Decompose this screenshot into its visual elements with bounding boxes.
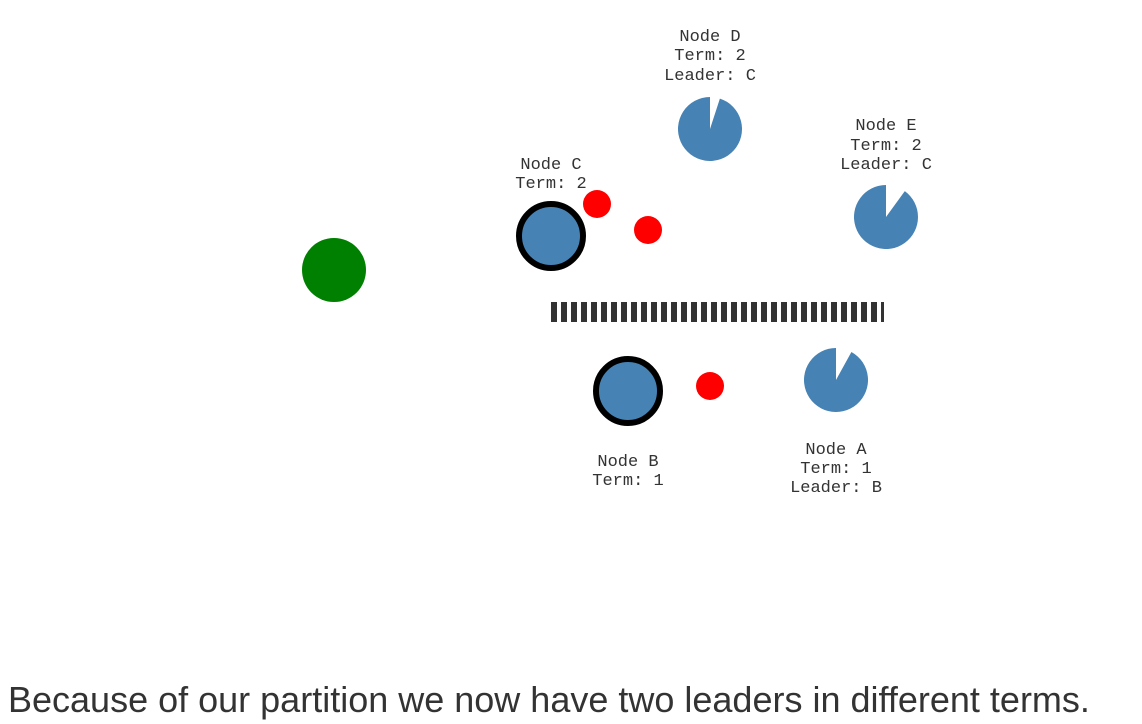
node-c-circle bbox=[516, 201, 586, 271]
node-a-circle bbox=[803, 348, 868, 412]
node-d-label-term: Term: 2 bbox=[674, 47, 745, 66]
node-c-label-term: Term: 2 bbox=[515, 175, 586, 194]
client-circle bbox=[302, 238, 366, 302]
node-c: Node C Term: 2 bbox=[515, 156, 587, 271]
node-c-label-name: Node C bbox=[520, 156, 581, 175]
node-e-label-name: Node E bbox=[855, 117, 916, 136]
caption-text: Because of our partition we now have two… bbox=[8, 679, 1090, 720]
node-b-label-name: Node B bbox=[597, 453, 658, 472]
message-c-to-d bbox=[583, 190, 611, 218]
node-a-label-name: Node A bbox=[805, 441, 867, 460]
node-b: Node B Term: 1 bbox=[592, 356, 664, 491]
node-e-label-leader: Leader: C bbox=[840, 156, 932, 175]
node-e: Node E Term: 2 Leader: C bbox=[840, 117, 932, 249]
node-a-label-term: Term: 1 bbox=[800, 460, 871, 479]
node-b-label-term: Term: 1 bbox=[592, 472, 663, 491]
node-d-label-name: Node D bbox=[679, 28, 740, 47]
node-e-label-term: Term: 2 bbox=[850, 137, 921, 156]
node-a: Node A Term: 1 Leader: B bbox=[790, 348, 882, 498]
node-d-label-leader: Leader: C bbox=[664, 67, 756, 86]
node-d: Node D Term: 2 Leader: C bbox=[664, 28, 756, 161]
node-b-circle bbox=[593, 356, 663, 426]
node-d-circle bbox=[678, 97, 742, 161]
raft-diagram: Node C Term: 2 Node D Term: 2 Leader: C … bbox=[302, 28, 932, 498]
message-b-to-a bbox=[696, 372, 724, 400]
message-c-to-e bbox=[634, 216, 662, 244]
node-e-circle bbox=[853, 185, 919, 249]
node-a-label-leader: Leader: B bbox=[790, 479, 882, 498]
